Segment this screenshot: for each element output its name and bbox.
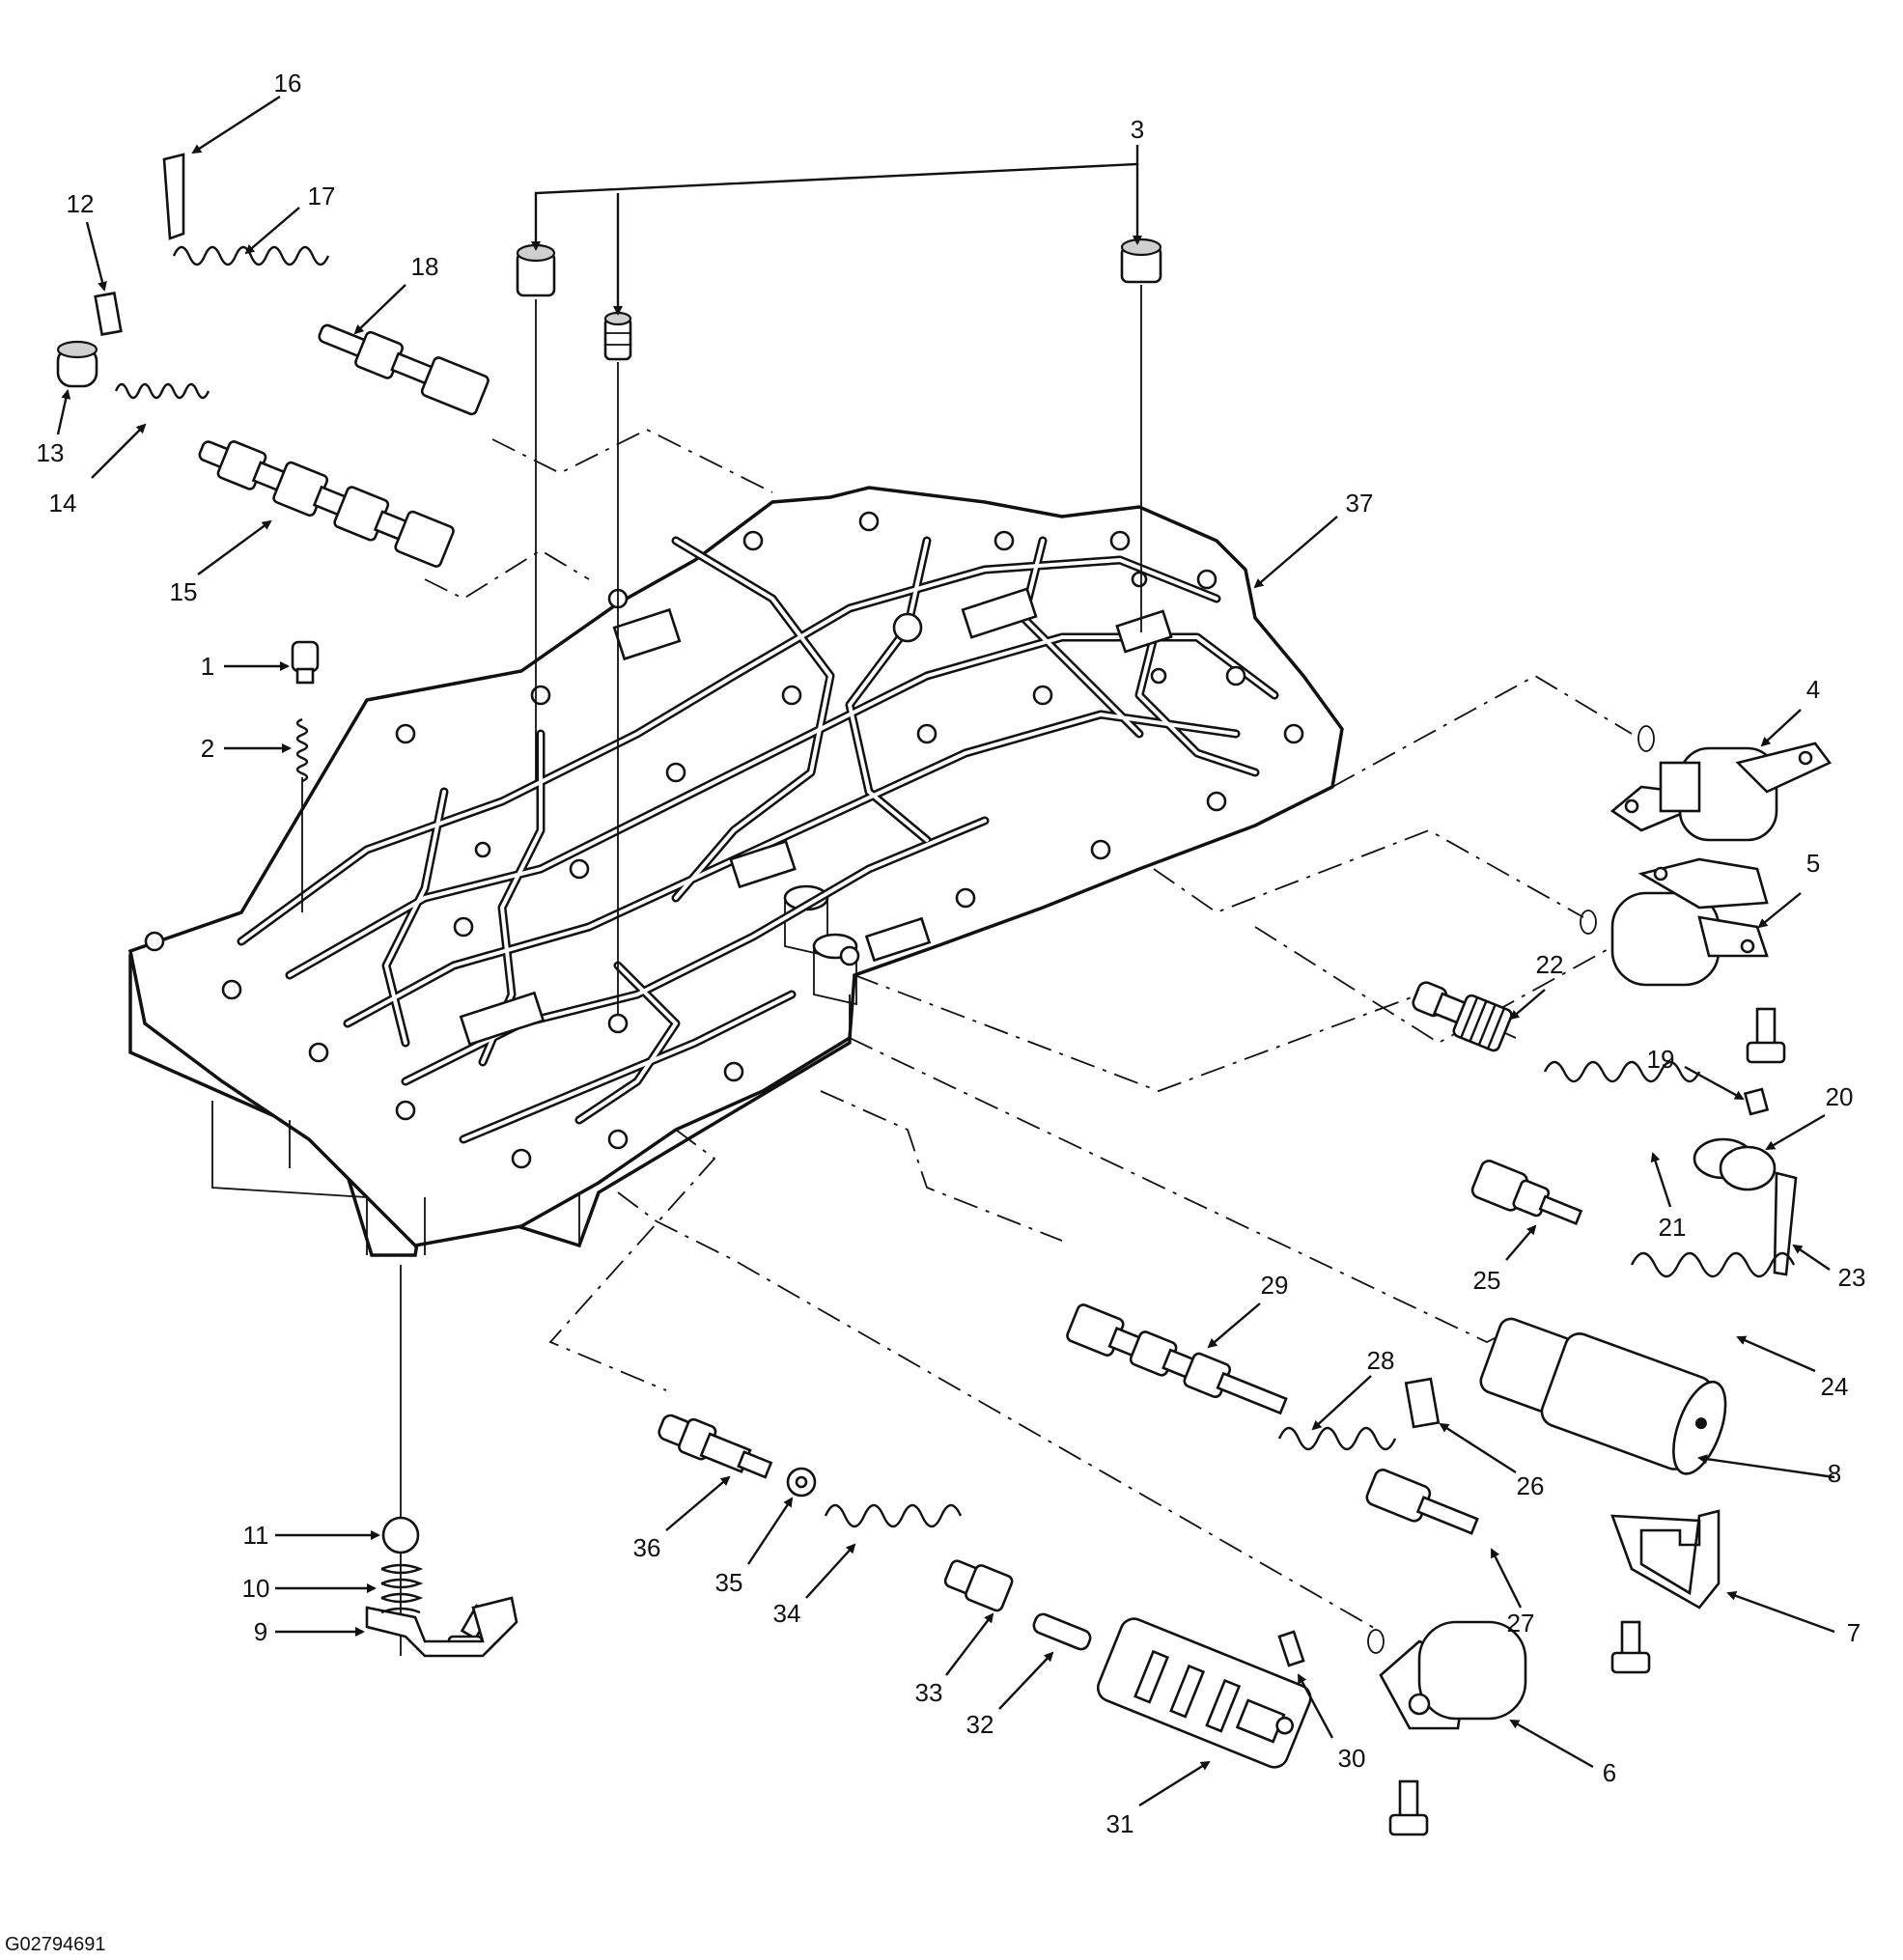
spring-2 xyxy=(295,717,309,783)
valve-29 xyxy=(1066,1303,1288,1415)
callout-24: 24 xyxy=(1821,1372,1849,1401)
callout-27: 27 xyxy=(1507,1609,1535,1638)
callout-1: 1 xyxy=(201,652,214,681)
pin-32 xyxy=(1032,1612,1092,1651)
callout-16: 16 xyxy=(274,69,302,98)
pin-16 xyxy=(162,153,185,240)
callout-29: 29 xyxy=(1261,1271,1289,1300)
callout-15: 15 xyxy=(170,577,198,606)
spring-34 xyxy=(824,1503,963,1528)
leader-lines xyxy=(56,95,1835,1807)
pin-23 xyxy=(1773,1171,1798,1276)
o-ring-b xyxy=(1580,910,1597,935)
callout-8: 8 xyxy=(1828,1459,1841,1488)
solenoid-5 xyxy=(1610,857,1769,987)
callout-14: 14 xyxy=(49,489,77,518)
callout-2: 2 xyxy=(201,734,214,763)
callout-34: 34 xyxy=(773,1599,801,1628)
bolt-b xyxy=(1610,1620,1651,1674)
check-ball-11 xyxy=(381,1516,420,1554)
spring-24 xyxy=(1630,1251,1796,1278)
valve-18 xyxy=(318,323,490,416)
spring-21 xyxy=(1543,1060,1701,1083)
accumulator-8 xyxy=(1479,1317,1727,1475)
callout-9: 9 xyxy=(254,1617,267,1646)
spring-14 xyxy=(114,382,210,400)
callout-20: 20 xyxy=(1826,1082,1854,1111)
plug-13 xyxy=(56,340,98,388)
callout-4: 4 xyxy=(1806,675,1820,704)
solenoid-4 xyxy=(1609,742,1833,842)
valve-25 xyxy=(1470,1160,1583,1226)
spring-17 xyxy=(172,245,330,266)
o-ring-c xyxy=(1367,1629,1385,1654)
callout-30: 30 xyxy=(1338,1744,1366,1773)
callout-22: 22 xyxy=(1536,950,1564,979)
bolt-a xyxy=(1746,1007,1786,1064)
retainer-19 xyxy=(1743,1087,1770,1116)
plug-3b xyxy=(603,311,632,361)
callout-18: 18 xyxy=(411,252,439,281)
plug-1 xyxy=(291,640,320,685)
valve-36 xyxy=(658,1414,773,1479)
callout-12: 12 xyxy=(67,189,95,218)
valve-20 xyxy=(1693,1137,1777,1191)
valve-15 xyxy=(198,440,455,568)
callout-13: 13 xyxy=(37,438,65,467)
callout-23: 23 xyxy=(1838,1263,1866,1292)
bracket-7 xyxy=(1610,1509,1721,1610)
callout-35: 35 xyxy=(715,1568,743,1597)
retainer-26 xyxy=(1404,1377,1441,1429)
callout-3: 3 xyxy=(1131,115,1144,144)
spring-28 xyxy=(1277,1426,1397,1451)
washer-35 xyxy=(786,1467,817,1498)
callout-6: 6 xyxy=(1603,1758,1616,1787)
solenoid-6 xyxy=(1379,1620,1527,1730)
valve-body-37 xyxy=(127,486,1344,1257)
plug-3a xyxy=(516,243,556,297)
figure-id: G02794691 xyxy=(5,1934,106,1955)
callout-7: 7 xyxy=(1847,1618,1861,1647)
plug-3c xyxy=(1120,238,1162,284)
callout-28: 28 xyxy=(1367,1346,1395,1375)
callout-11: 11 xyxy=(243,1521,269,1550)
callout-17: 17 xyxy=(308,182,336,210)
callout-37: 37 xyxy=(1346,489,1374,518)
spring-10 xyxy=(380,1563,424,1614)
callout-10: 10 xyxy=(242,1574,270,1603)
retainer-30 xyxy=(1277,1630,1305,1667)
callout-25: 25 xyxy=(1473,1266,1501,1295)
callout-32: 32 xyxy=(966,1710,994,1739)
callout-5: 5 xyxy=(1806,849,1820,878)
retainer-9 xyxy=(365,1596,518,1658)
valve-27 xyxy=(1365,1469,1479,1535)
callout-26: 26 xyxy=(1517,1471,1545,1500)
callout-36: 36 xyxy=(633,1533,661,1562)
callout-33: 33 xyxy=(915,1678,943,1707)
bolt-c xyxy=(1388,1779,1429,1836)
callout-31: 31 xyxy=(1106,1809,1134,1838)
valve-33 xyxy=(943,1559,1014,1612)
retainer-12 xyxy=(94,292,123,336)
callout-labels: 1 2 3 4 5 6 7 8 9 10 11 12 13 14 15 16 1… xyxy=(37,69,1866,1838)
valve-22 xyxy=(1412,981,1513,1052)
callout-21: 21 xyxy=(1659,1213,1687,1242)
callout-19: 19 xyxy=(1647,1045,1675,1074)
o-ring-a xyxy=(1637,725,1655,752)
sleeve-31 xyxy=(1096,1617,1312,1769)
